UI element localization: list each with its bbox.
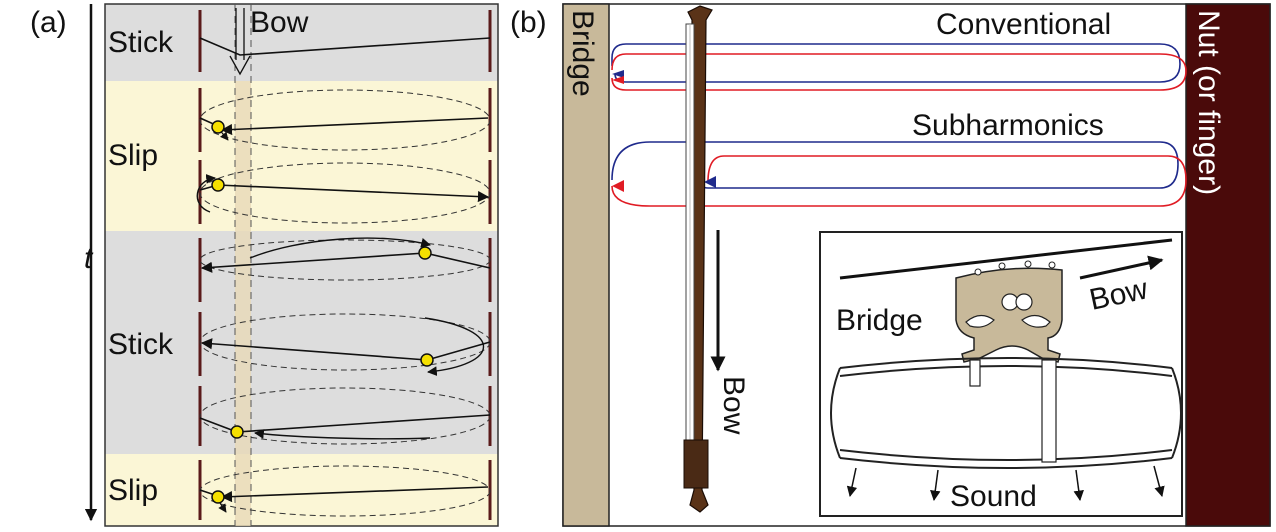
snapshot-slip-1b: [196, 162, 491, 224]
snapshot-slip-2: [199, 465, 491, 517]
inset-sound-label: Sound: [950, 480, 1037, 513]
kink-marker: [211, 178, 225, 192]
phase-label-slip-1: Slip: [108, 139, 158, 172]
kink-marker: [211, 490, 225, 504]
conventional-arrow-red: [612, 76, 624, 84]
inset-violin-body: [819, 231, 1183, 517]
bridge-label: Bridge: [566, 10, 599, 97]
phase-label-stick-1: Stick: [108, 26, 174, 59]
phase-label-stick-2: Stick: [108, 328, 174, 361]
panel-a-label: (a): [30, 6, 67, 39]
bridge-bar: [562, 3, 610, 527]
subharmonic-loop-red: [611, 155, 1187, 207]
violin-bow: [683, 5, 713, 513]
kink-marker: [230, 425, 244, 439]
conventional-loop-red: [611, 53, 1187, 91]
snapshot-stick-2b: [199, 313, 491, 377]
panel-a-frame: [104, 3, 499, 527]
nut-bar: [1185, 3, 1271, 527]
nut-label: Nut (or finger): [1192, 10, 1225, 195]
panel-b: (b) Bridge Nut (or finger) Conventional …: [510, 3, 1271, 527]
snapshot-stick-2a: [199, 237, 491, 281]
kink-marker: [211, 120, 225, 134]
snapshot-stick-2c: [199, 387, 491, 445]
snapshot-slip-1a: [199, 89, 491, 151]
inset-bridge-label: Bridge: [836, 304, 923, 337]
bow-label-b: Bow: [717, 376, 750, 435]
bow-label-a: Bow: [250, 6, 309, 39]
bow-arrow-a: [229, 8, 251, 76]
time-axis-label: t: [84, 242, 94, 275]
subharmonic-arrow-blue: [704, 176, 716, 188]
bow-band: [235, 81, 251, 526]
phase-slip-1-bg: [105, 81, 498, 231]
phase-stick-2-bg: [105, 231, 498, 454]
conventional-arrow-blue: [612, 70, 624, 78]
conventional-label: Conventional: [936, 8, 1111, 41]
phase-label-slip-2: Slip: [108, 474, 158, 507]
phase-slip-2-bg: [105, 454, 498, 526]
subharmonic-arrow-red: [612, 180, 624, 192]
panel-b-label: (b): [510, 6, 547, 39]
kink-marker: [420, 353, 434, 367]
string-shape-stick-1: [199, 37, 491, 56]
panel-a: (a) t Stick Slip Stick Slip Bow: [30, 3, 499, 527]
subharmonics-label: Subharmonics: [912, 109, 1104, 142]
kink-marker: [418, 246, 432, 260]
